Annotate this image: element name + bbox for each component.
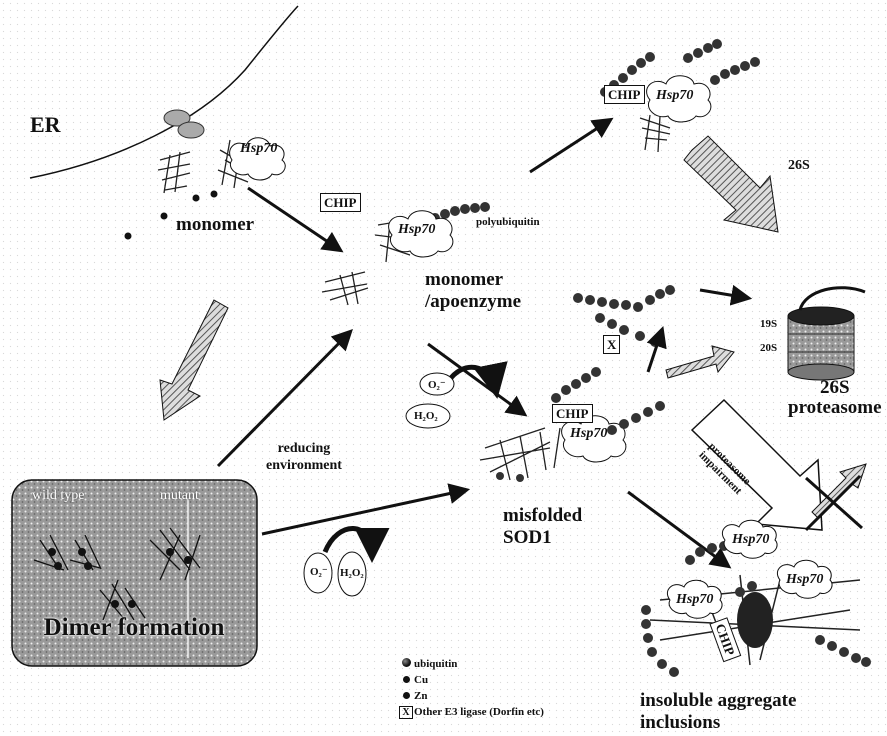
misfolded-sod1-label: misfolded SOD1 (503, 505, 582, 549)
o2-label-upper: O₂⁻ (428, 378, 446, 391)
legend-text-e3: Other E3 ligase (Dorfin etc) (414, 706, 544, 718)
hatched-arrow-26s (684, 136, 778, 232)
zn-dot-icon (403, 692, 410, 699)
misfolded-sod1-icon (480, 428, 560, 480)
protein-topright-icon (640, 115, 670, 152)
hsp70-label-agg2: Hsp70 (676, 592, 713, 608)
hatched-arrow-dimer (160, 300, 228, 420)
ubiquitin-icon (402, 658, 411, 667)
arrow-to-chip-complex (530, 120, 610, 172)
mutant-label: mutant (160, 488, 199, 504)
x-box-icon: X (399, 706, 412, 719)
misfolded-line2: SOD1 (503, 527, 582, 549)
proteasome-26s-icon (788, 288, 865, 380)
legend-item-ubiquitin: ubiquitin (398, 656, 544, 672)
legend-item-zn: Zn (398, 688, 544, 704)
insoluble-line1: insoluble aggregate (640, 690, 796, 712)
legend-text-ubiquitin: ubiquitin (414, 658, 457, 670)
insoluble-aggregate-label: insoluble aggregate inclusions (640, 690, 796, 734)
reducing-environment-label: reducing environment (266, 440, 342, 474)
monomer-label: monomer (176, 214, 254, 236)
polyubiquitin-label: polyubiquitin (476, 216, 540, 228)
dimer-formation-label: Dimer formation (18, 614, 250, 642)
arrow-x-to-middle (648, 330, 662, 372)
legend: ubiquitin Cu Zn X Other E3 ligase (Dorfi… (398, 656, 544, 720)
proteasome-label: 26S proteasome (788, 378, 882, 418)
arrow-dimer-to-misfolded (262, 490, 466, 534)
hsp70-label-er: Hsp70 (240, 141, 277, 157)
legend-item-e3: X Other E3 ligase (Dorfin etc) (398, 704, 544, 720)
monomer-apoenzyme-label: monomer /apoenzyme (425, 269, 521, 313)
proteasome-line1: 26S (788, 378, 882, 398)
hsp70-label-topright: Hsp70 (656, 88, 693, 104)
chip-label-topright: CHIP (604, 85, 645, 104)
s20-label: 20S (760, 342, 777, 354)
x-e3-ligase-box: X (603, 335, 620, 354)
legend-text-zn: Zn (414, 690, 427, 702)
o2-label-lower: O₂⁻ (310, 565, 328, 578)
s19-label: 19S (760, 318, 777, 330)
ros-curved-arrow-lower (325, 528, 372, 556)
monomer-apoenzyme-line2: /apoenzyme (425, 291, 521, 313)
hsp70-label-misfolded: Hsp70 (570, 426, 607, 442)
hsp70-label-agg3: Hsp70 (786, 572, 823, 588)
arrow-to-proteasome-middle (700, 290, 748, 298)
hatched-arrow-to-proteasome (666, 346, 734, 378)
legend-item-cu: Cu (398, 672, 544, 688)
h2o2-label-upper: H₂O₂ (414, 410, 438, 422)
chip-label-center: CHIP (320, 193, 361, 212)
reducing-line2: environment (266, 457, 342, 474)
er-label: ER (30, 112, 61, 138)
hsp70-label-agg1: Hsp70 (732, 532, 769, 548)
legend-text-cu: Cu (414, 674, 428, 686)
insoluble-line2: inclusions (640, 712, 796, 734)
translocon-icon (164, 110, 204, 138)
chip-label-misfolded: CHIP (552, 404, 593, 423)
monomer-apoenzyme-line1: monomer (425, 269, 521, 291)
misfolded-line1: misfolded (503, 505, 582, 527)
arrow-to-aggregate (628, 492, 728, 566)
proteasome-line2: proteasome (788, 398, 882, 418)
h2o2-label-lower: H₂O₂ (340, 567, 364, 579)
hsp70-label-center: Hsp70 (398, 222, 435, 238)
cu-dot-icon (403, 676, 410, 683)
s26-top-label: 26S (788, 158, 810, 174)
reducing-line1: reducing (266, 440, 342, 457)
wild-type-label: wild type (32, 488, 85, 504)
